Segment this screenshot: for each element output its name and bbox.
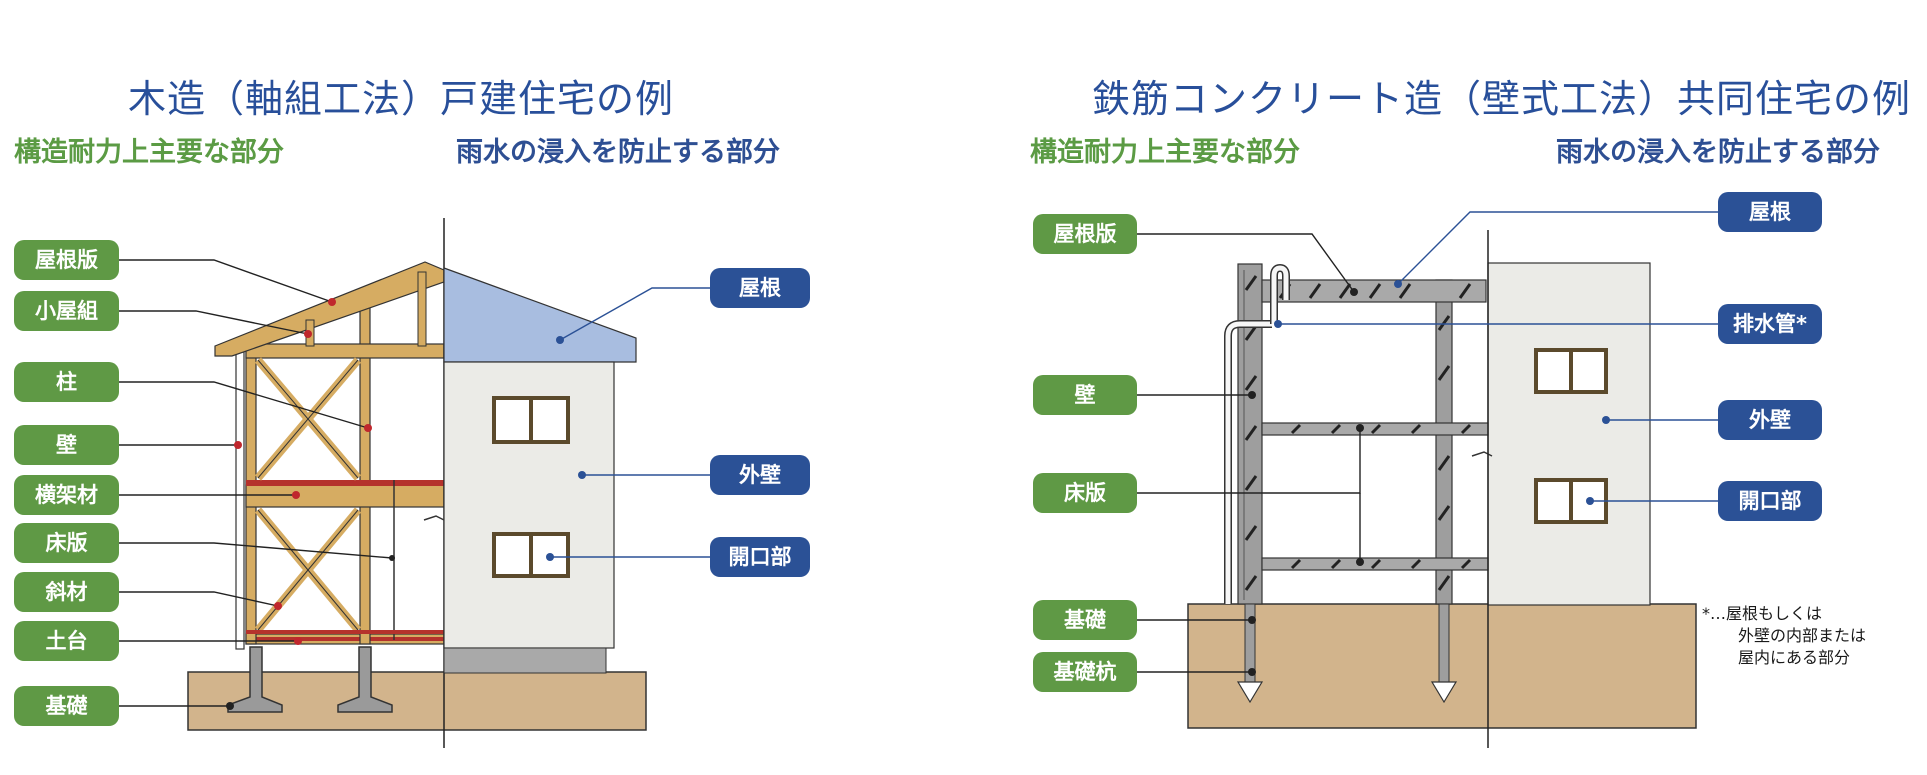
left-label-column: 柱 (14, 362, 119, 402)
left-label-brace: 斜材 (14, 572, 119, 612)
footnote: *…屋根もしくは 外壁の内部または 屋内にある部分 (1702, 603, 1866, 669)
left-label-foundation: 基礎 (14, 686, 119, 726)
wooden-house-illustration (118, 218, 710, 748)
left-title: 木造（軸組工法）戸建住宅の例 (128, 77, 675, 121)
left-rainwater-heading: 雨水の浸入を防止する部分 (456, 137, 780, 168)
right-rainwater-heading: 雨水の浸入を防止する部分 (1556, 137, 1880, 168)
left-label-sill: 土台 (14, 621, 119, 661)
right-label-roof: 屋根 (1718, 192, 1822, 232)
left-label-floor-slab: 床版 (14, 523, 119, 563)
left-label-exterior-wall: 外壁 (710, 455, 810, 495)
right-label-opening: 開口部 (1718, 481, 1822, 521)
right-title: 鉄筋コンクリート造（壁式工法）共同住宅の例 (1092, 77, 1912, 121)
footnote-line-1: *…屋根もしくは (1702, 604, 1823, 623)
footnote-line-3: 屋内にある部分 (1738, 648, 1851, 667)
rc-apartment-illustration (1137, 211, 1718, 748)
left-label-roof-truss: 小屋組 (14, 291, 119, 331)
left-label-beam: 横架材 (14, 475, 119, 515)
right-label-floor-slab: 床版 (1033, 473, 1137, 513)
right-label-foundation: 基礎 (1033, 600, 1137, 640)
left-label-opening: 開口部 (710, 537, 810, 577)
left-label-wall: 壁 (14, 425, 119, 465)
right-structural-heading: 構造耐力上主要な部分 (1030, 137, 1300, 168)
footnote-line-2: 外壁の内部または (1738, 626, 1867, 645)
right-label-roof-slab: 屋根版 (1033, 214, 1137, 254)
left-structural-heading: 構造耐力上主要な部分 (14, 137, 284, 168)
right-label-drain-pipe: 排水管* (1718, 304, 1822, 344)
right-label-wall: 壁 (1033, 375, 1137, 415)
right-label-exterior-wall: 外壁 (1718, 400, 1822, 440)
left-label-roof: 屋根 (710, 268, 810, 308)
left-label-roof-slab: 屋根版 (14, 240, 119, 280)
right-label-foundation-pile: 基礎杭 (1033, 652, 1137, 692)
